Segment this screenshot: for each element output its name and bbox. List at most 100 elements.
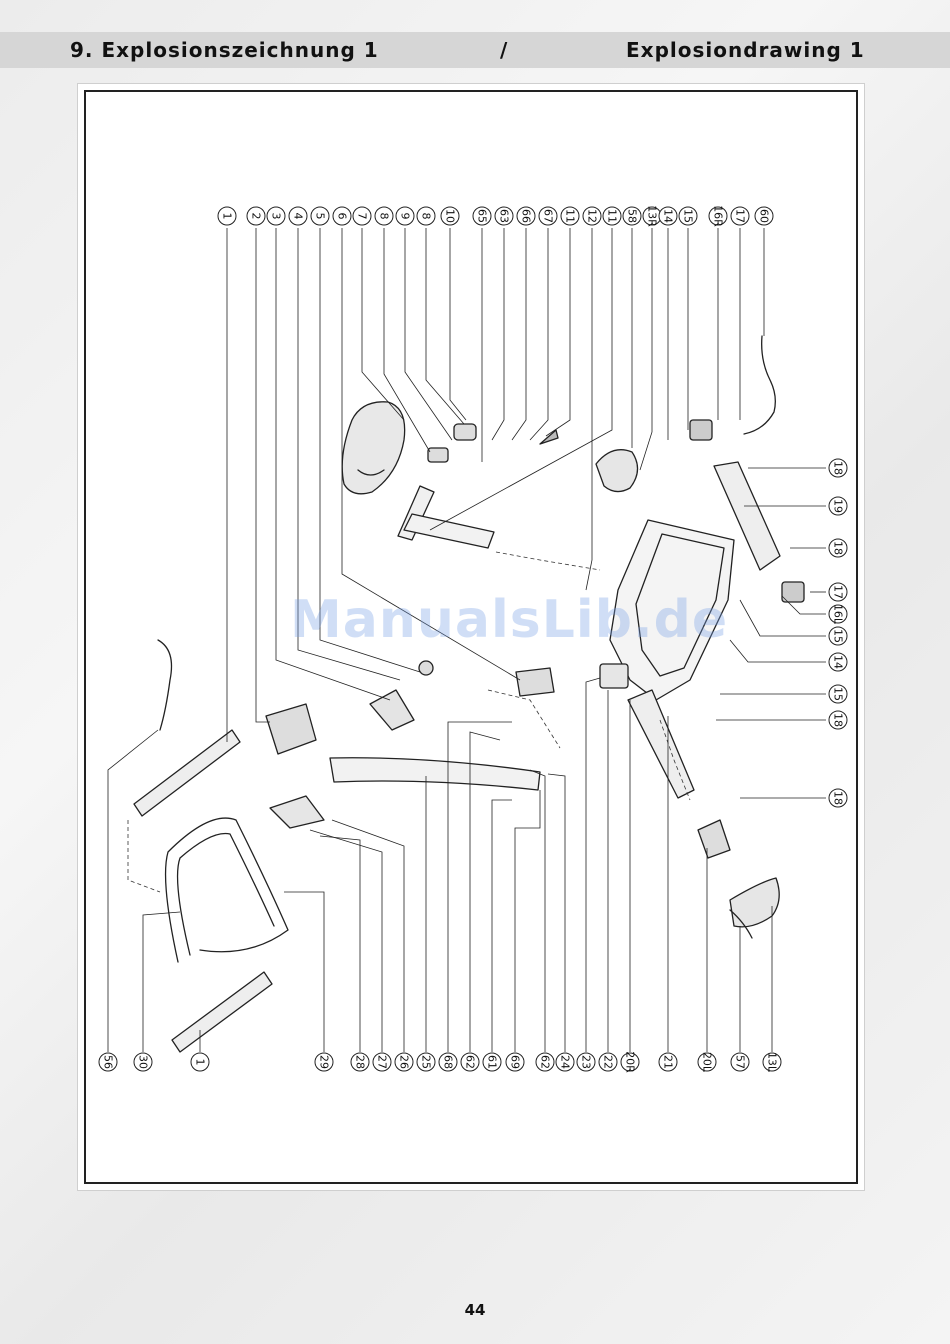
leader-b5 — [320, 836, 360, 1052]
callout-top-0: 1 — [218, 207, 236, 225]
callout-right-number: 15 — [832, 629, 845, 643]
callout-top-number: 7 — [356, 213, 369, 220]
callout-top-2: 3 — [267, 207, 285, 225]
callout-bottom-number: 62 — [464, 1055, 477, 1069]
callout-top-number: 3 — [270, 213, 283, 220]
callout-bottom-5: 27 — [373, 1053, 391, 1071]
callout-bottom-number: 56 — [102, 1055, 115, 1069]
leader-b6 — [310, 830, 382, 1052]
callout-top-number: 13R — [646, 205, 659, 227]
power-cable-part — [744, 336, 775, 434]
cap-part — [516, 668, 554, 696]
callout-top-16: 12 — [583, 207, 601, 225]
callout-top-number: 11 — [564, 209, 577, 223]
callout-top-number: 67 — [542, 209, 555, 223]
callout-bottom-number: 21 — [662, 1055, 675, 1069]
callout-bottom-number: 29 — [318, 1055, 331, 1069]
callout-top-20: 14 — [659, 207, 677, 225]
callout-bottom-number: 22 — [602, 1055, 615, 1069]
callout-top-number: 60 — [758, 209, 771, 223]
leader-18 — [430, 228, 612, 530]
leader-r7 — [730, 640, 826, 662]
callout-bottom-number: 20R — [624, 1051, 637, 1073]
callout-bottom-number: 13L — [766, 1052, 779, 1073]
callout-top-9: 8 — [417, 207, 435, 225]
callout-top-21: 15 — [679, 207, 697, 225]
callout-top-6: 7 — [353, 207, 371, 225]
callout-right-9: 18 — [829, 789, 847, 807]
callout-bottom-14: 23 — [577, 1053, 595, 1071]
callout-top-19: 13R — [643, 205, 661, 227]
adjust-knob-part — [540, 430, 558, 444]
callout-bottom-number: 25 — [420, 1055, 433, 1069]
callout-bottom-number: 57 — [734, 1055, 747, 1069]
callout-top-12: 63 — [495, 207, 513, 225]
leader-r6 — [740, 600, 826, 636]
handlebar-cover-part — [270, 796, 324, 828]
callout-top-number: 5 — [314, 213, 327, 220]
callout-top-number: 11 — [606, 209, 619, 223]
pulse-cable-part — [158, 640, 172, 730]
callout-bottom-10: 61 — [483, 1053, 501, 1071]
callout-bottom-19: 57 — [731, 1053, 749, 1071]
callout-top-18: 58 — [623, 207, 641, 225]
callout-bottom-9: 62 — [461, 1053, 479, 1071]
callout-bottom-number: 26 — [398, 1055, 411, 1069]
callout-top-3: 4 — [289, 207, 307, 225]
leader-9 — [405, 228, 452, 440]
callout-top-23: 17 — [731, 207, 749, 225]
callout-bottom-2: 1 — [191, 1053, 209, 1071]
rear-post-part — [628, 690, 694, 798]
bracket-part — [600, 664, 628, 688]
leader-b1 — [108, 730, 158, 1052]
callout-right-number: 15 — [832, 687, 845, 701]
callout-bottom-18: 20L — [698, 1052, 716, 1073]
callout-top-4: 5 — [311, 207, 329, 225]
callout-top-17: 11 — [603, 207, 621, 225]
callout-top-24: 60 — [755, 207, 773, 225]
callout-bottom-4: 28 — [351, 1053, 369, 1071]
handlebar-post-part — [330, 758, 540, 790]
callout-top-number: 1 — [221, 213, 234, 220]
leader-b13 — [530, 770, 545, 1052]
callout-bottom-1: 30 — [134, 1053, 152, 1071]
callout-top-number: 15 — [682, 209, 695, 223]
callout-top-number: 2 — [250, 213, 263, 220]
callout-right-number: 14 — [832, 655, 845, 669]
callout-right-7: 15 — [829, 685, 847, 703]
foam-grip-upper-part — [134, 730, 240, 816]
seat-clamp-part — [428, 448, 448, 462]
callout-top-number: 16R — [712, 205, 725, 227]
bike-parts — [134, 336, 804, 1052]
callout-bottom-number: 30 — [137, 1055, 150, 1069]
callout-top-number: 65 — [476, 209, 489, 223]
leader-b4 — [284, 892, 324, 1052]
callout-top-11: 65 — [473, 207, 491, 225]
callout-bottom-number: 1 — [194, 1059, 207, 1066]
leader-20 — [640, 228, 652, 470]
callout-bottom-7: 25 — [417, 1053, 435, 1071]
callout-top-number: 17 — [734, 209, 747, 223]
callout-right-6: 14 — [829, 653, 847, 671]
callout-bottom-15: 22 — [599, 1053, 617, 1071]
callout-top-13: 66 — [517, 207, 535, 225]
knob-part — [419, 661, 433, 675]
callout-right-number: 19 — [832, 499, 845, 513]
callout-top-8: 9 — [396, 207, 414, 225]
callout-bottom-number: 61 — [486, 1055, 499, 1069]
callout-bottom-0: 56 — [99, 1053, 117, 1071]
callout-right-0: 18 — [829, 459, 847, 477]
callout-bottom-number: 68 — [442, 1055, 455, 1069]
dashed-line-3 — [128, 820, 160, 892]
callout-bottom-number: 20L — [701, 1052, 714, 1073]
callout-top-number: 10 — [444, 209, 457, 223]
callout-bottom-number: 28 — [354, 1055, 367, 1069]
callout-top-number: 66 — [520, 209, 533, 223]
leader-2 — [256, 228, 270, 722]
callout-top-14: 67 — [539, 207, 557, 225]
callout-right-8: 18 — [829, 711, 847, 729]
leader-7 — [362, 228, 404, 420]
leader-b7 — [332, 820, 404, 1052]
callout-top-1: 2 — [247, 207, 265, 225]
right-callouts: 1819181716L1514151818 — [829, 459, 847, 807]
